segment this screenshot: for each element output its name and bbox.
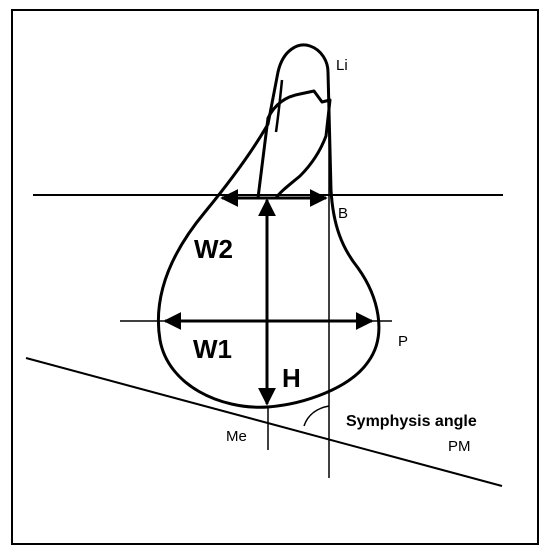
mandibular-plane-line xyxy=(25,357,503,487)
incisor-outline xyxy=(256,89,332,199)
label-symphysis-angle: Symphysis angle xyxy=(346,413,477,430)
label-h: H xyxy=(282,363,301,393)
label-me: Me xyxy=(226,428,247,445)
label-li: Li xyxy=(336,57,348,74)
label-b: B xyxy=(338,205,348,222)
outer-frame xyxy=(11,9,539,545)
label-pm: PM xyxy=(448,438,471,455)
symphysis-angle-arc xyxy=(303,405,330,427)
label-w2: W2 xyxy=(194,234,233,264)
incisor-inner-line xyxy=(274,79,284,133)
label-p: P xyxy=(398,333,408,350)
symphysis-outline xyxy=(156,43,381,409)
label-w1: W1 xyxy=(193,334,232,364)
